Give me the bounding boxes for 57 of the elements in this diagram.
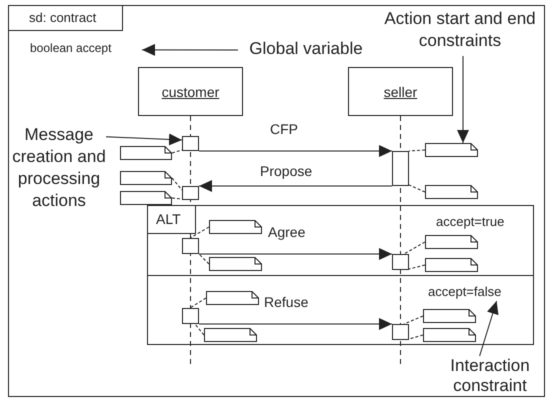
fragment-operator: ALT bbox=[148, 206, 196, 234]
activation-box bbox=[392, 324, 409, 340]
dashed-connector bbox=[190, 298, 206, 308]
note-shape bbox=[425, 185, 478, 199]
annotation-arrow bbox=[457, 56, 469, 144]
dashed-connector bbox=[172, 178, 182, 191]
activation-box bbox=[182, 238, 199, 254]
dashed-connector bbox=[194, 324, 204, 336]
activation-box bbox=[182, 136, 199, 151]
diagram-frame bbox=[8, 5, 545, 397]
note-shape bbox=[423, 328, 476, 342]
note-shape bbox=[206, 291, 259, 305]
annotation-text: Global variable bbox=[238, 38, 374, 62]
activation-box bbox=[392, 151, 409, 186]
dashed-connector bbox=[403, 242, 426, 254]
dashed-connector bbox=[408, 334, 424, 340]
annotation-arrow bbox=[142, 44, 238, 56]
message-arrow bbox=[198, 145, 392, 157]
annotation-arrow bbox=[106, 134, 182, 146]
message-label: Refuse bbox=[262, 294, 310, 310]
message-label: Agree bbox=[266, 224, 308, 240]
note-shape bbox=[204, 328, 257, 342]
frame-title: sd: contract bbox=[9, 6, 124, 31]
dashed-connector bbox=[408, 264, 426, 270]
note-shape bbox=[425, 258, 478, 272]
combined-fragment bbox=[147, 205, 534, 345]
annotation-text: Message creation and processing actions bbox=[12, 124, 106, 240]
message-arrow bbox=[198, 318, 392, 330]
note-shape bbox=[209, 257, 262, 271]
dashed-connector bbox=[172, 198, 182, 200]
dashed-connector bbox=[403, 316, 424, 324]
message-arrow bbox=[198, 180, 392, 192]
lifeline-head: seller bbox=[348, 67, 453, 116]
dashed-connector bbox=[172, 149, 182, 154]
dashed-connector bbox=[408, 184, 426, 192]
note-shape bbox=[423, 309, 476, 323]
dashed-connector bbox=[408, 150, 426, 152]
message-label: CFP bbox=[268, 121, 300, 137]
activation-box bbox=[392, 254, 409, 270]
lifeline-head: customer bbox=[138, 67, 243, 116]
guard-condition: accept=true bbox=[436, 213, 528, 231]
dashed-connector bbox=[198, 254, 210, 264]
activation-box bbox=[182, 308, 199, 324]
variable-declaration: boolean accept bbox=[30, 40, 142, 58]
note-shape bbox=[120, 171, 172, 185]
message-arrow bbox=[198, 248, 392, 260]
note-shape bbox=[425, 143, 478, 157]
note-shape bbox=[209, 220, 262, 234]
message-label: Propose bbox=[258, 163, 314, 179]
note-shape bbox=[120, 146, 172, 160]
activation-box bbox=[182, 186, 199, 200]
dashed-connector bbox=[190, 226, 210, 238]
note-shape bbox=[425, 235, 478, 249]
annotation-text: Interaction constraint bbox=[438, 356, 542, 396]
note-shape bbox=[120, 191, 172, 205]
guard-condition: accept=false bbox=[428, 283, 526, 301]
annotation-text: Action start and end constraints bbox=[372, 8, 548, 56]
